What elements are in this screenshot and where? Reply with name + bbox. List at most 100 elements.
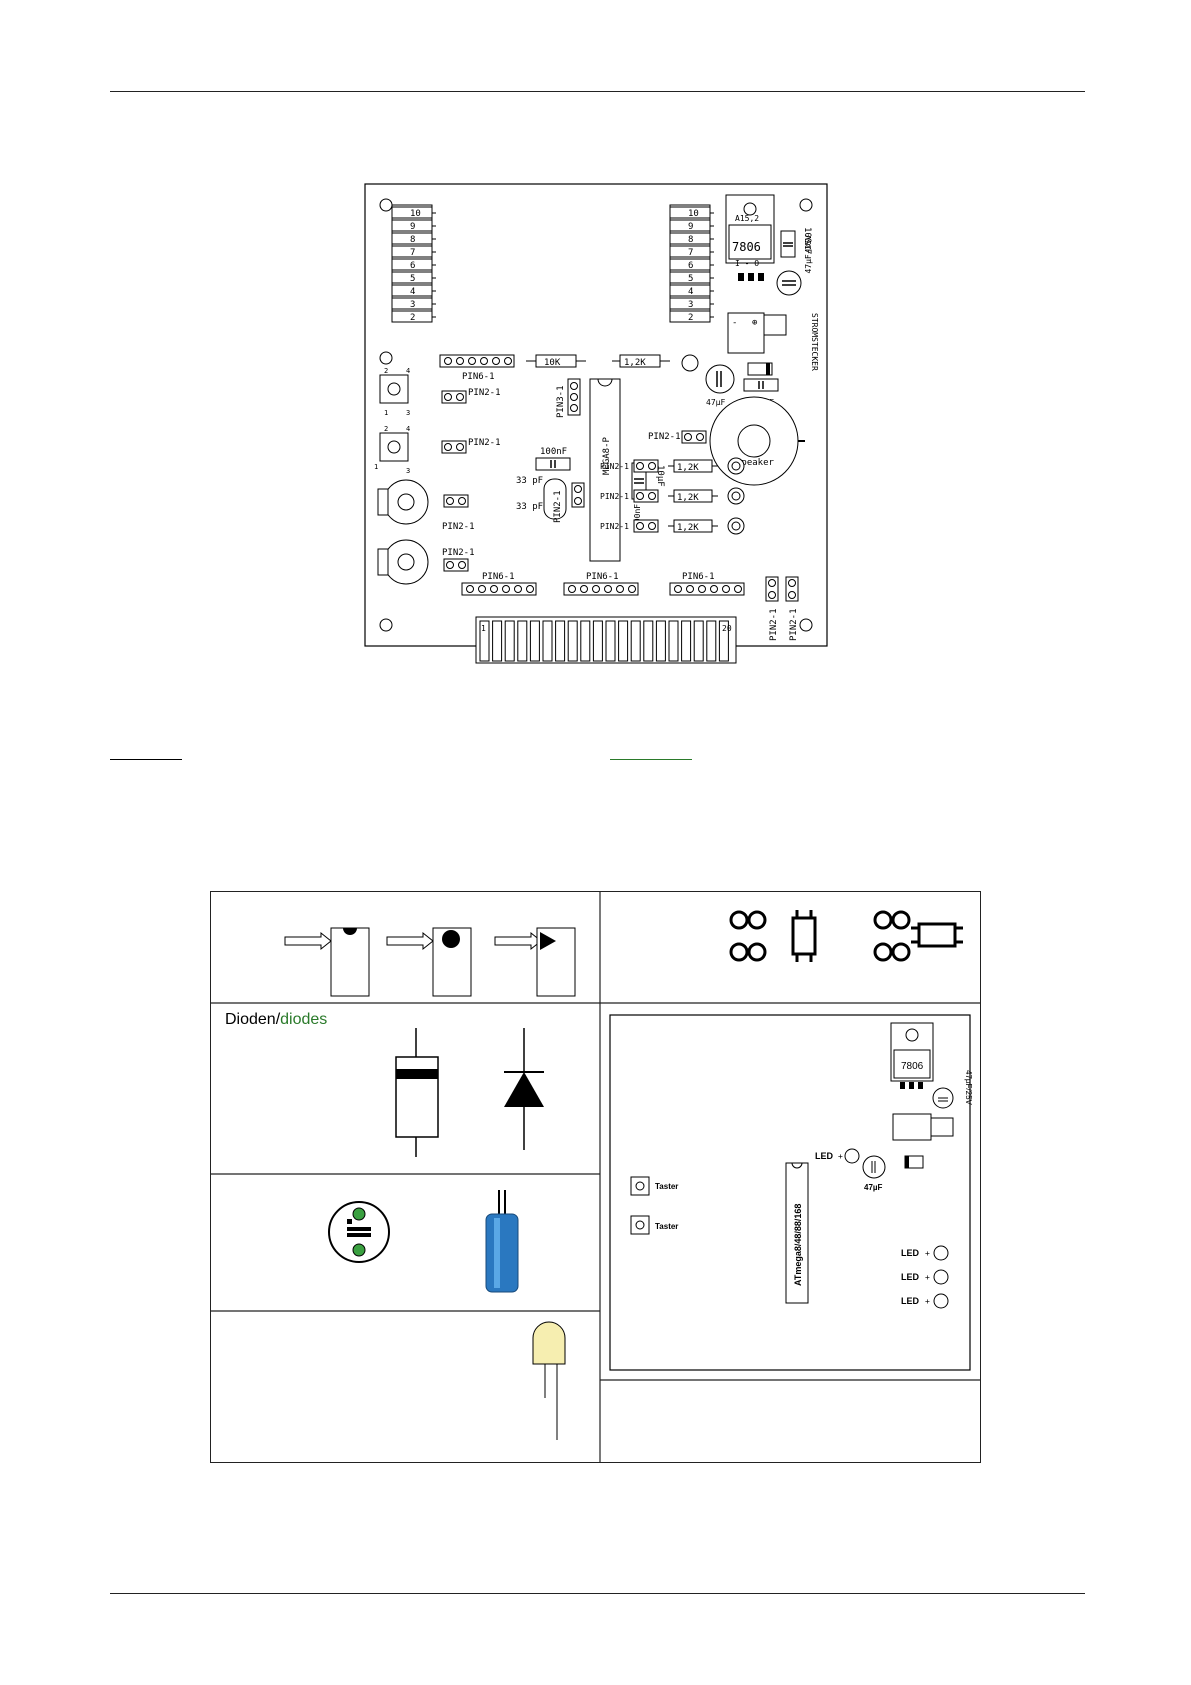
- svg-text:-: -: [732, 318, 737, 328]
- svg-text:3: 3: [406, 409, 410, 417]
- led-label: LED: [901, 1248, 920, 1258]
- regulator-label: 7806: [732, 240, 761, 254]
- svg-text:3: 3: [406, 467, 410, 475]
- diode-package: [395, 1028, 439, 1157]
- connector-pin: [630, 620, 641, 662]
- mount-hole: [379, 351, 393, 365]
- capacitor-47uf-25v: 47µF/25V: [776, 235, 813, 296]
- pin2-label: PIN2-1: [442, 548, 475, 558]
- svg-text:+: +: [925, 1249, 930, 1258]
- header-pin6-top: PIN6-1: [439, 354, 515, 382]
- mini-regulator-label: 7806: [901, 1061, 924, 1072]
- speaker-label: Speaker: [736, 458, 775, 468]
- resistor-1k2-label: 1,2K: [677, 463, 699, 473]
- connector-row-label: 6: [688, 261, 693, 271]
- mount-hole: [379, 618, 393, 632]
- capacitor-47uf: 47µF: [705, 364, 735, 407]
- connector-pin: [517, 620, 528, 662]
- pin6-label: PIN6-1: [682, 572, 715, 582]
- connector-end-label: 20: [722, 624, 732, 633]
- power-jack-label: STROMSTECKER: [810, 313, 819, 371]
- connector-row-label: 9: [688, 222, 693, 232]
- connector-pin: [718, 620, 729, 662]
- svg-text:1: 1: [384, 409, 388, 417]
- connector-pin: [592, 620, 603, 662]
- header-pin3: PIN3-1: [556, 378, 581, 418]
- capacitor-pcb-symbol: [328, 1201, 390, 1263]
- connector-pin: [529, 620, 540, 662]
- connector-pin: [668, 620, 679, 662]
- connector-row-label: 8: [688, 235, 693, 245]
- connector-pin: [706, 620, 717, 662]
- crystal-cap-label: 33 pF: [516, 502, 543, 512]
- pin2-label: PIN2-1: [468, 438, 501, 448]
- pin2-label: PIN2-1: [648, 432, 681, 442]
- mount-hole: [799, 618, 813, 632]
- led-inner: [731, 461, 741, 471]
- connector-row-label: 5: [410, 274, 415, 284]
- diodes-title: Dioden/diodes: [225, 1011, 327, 1028]
- footer-rule: [110, 1593, 1085, 1594]
- connector-pin: [479, 620, 490, 662]
- potentiometer-1: PIN2-1: [377, 479, 475, 532]
- pin2-label: PIN2-1: [468, 388, 501, 398]
- led-illustration: [532, 1321, 566, 1440]
- voltage-regulator: A15,2 7806 I - O: [725, 194, 775, 281]
- header-pin6-bottom-1: PIN6-1: [461, 572, 537, 596]
- diode-symbol: [504, 1028, 544, 1150]
- connector-pin: [492, 620, 503, 662]
- svg-text:+: +: [838, 1152, 843, 1161]
- pin2-label: PIN2-1: [600, 462, 629, 471]
- connector-pin: [555, 620, 566, 662]
- ic-orientation-symbols: [284, 927, 576, 997]
- led-label: LED: [901, 1272, 920, 1282]
- svg-text:+: +: [925, 1297, 930, 1306]
- pin2-label: PIN2-1: [553, 490, 563, 523]
- crystal-cap-label: 33 pF: [516, 476, 543, 486]
- connector-pin: [580, 620, 591, 662]
- header-pin: [648, 492, 656, 500]
- cap-47uf-label: 47µF: [706, 398, 725, 407]
- resistor-10k-label: 10K: [544, 358, 561, 368]
- pin2-label: PIN2-1: [442, 522, 475, 532]
- mini-board: 7806 47µF/25V LED + 47µF Taster Taster A…: [609, 1014, 973, 1371]
- crystal: PIN2-1 33 pF 33 pF: [516, 476, 585, 523]
- connector-pin: [605, 620, 616, 662]
- connector-row-label: 3: [410, 300, 415, 310]
- resistor-1k2: [673, 489, 713, 503]
- header-pin2-a: PIN2-1: [441, 388, 501, 404]
- pin2-label: PIN2-1: [769, 608, 779, 641]
- diodes-label-en: diodes: [280, 1011, 327, 1028]
- connector-row-label: 10: [410, 209, 421, 219]
- bottom-connector: 1 20: [475, 616, 737, 664]
- cap-47uf-25v-label: 47µF/25V: [804, 235, 813, 274]
- connector-pin: [655, 620, 666, 662]
- header-pin2-speaker: PIN2-1: [648, 430, 707, 444]
- header-pin2: [633, 459, 659, 473]
- regulator-pins-label: I - O: [735, 259, 759, 268]
- svg-text:1: 1: [374, 463, 378, 471]
- connector-row-label: 4: [688, 287, 693, 297]
- connector-pin: [681, 620, 692, 662]
- underline-right: [610, 759, 692, 760]
- header-pin: [636, 522, 644, 530]
- mount-hole: [799, 198, 813, 212]
- regulator-sub-label: A15,2: [735, 214, 759, 223]
- led: [727, 487, 745, 505]
- connector-row-label: 2: [688, 313, 693, 323]
- pin6-label: PIN6-1: [586, 572, 619, 582]
- connector-row-label: 7: [410, 248, 415, 258]
- led-inner: [731, 491, 741, 501]
- led: [727, 517, 745, 535]
- cap-100nf-label: 100nF: [802, 227, 812, 254]
- resistor-1k2-top: 1,2K: [612, 354, 670, 368]
- pin2-label: PIN2-1: [600, 492, 629, 501]
- led: [727, 457, 745, 475]
- power-jack: - ⊕ STROMSTECKER: [727, 312, 819, 371]
- microcontroller: MEGA8-P: [589, 378, 621, 562]
- electrolytic-capacitor: [485, 1190, 519, 1293]
- header-pin: [636, 462, 644, 470]
